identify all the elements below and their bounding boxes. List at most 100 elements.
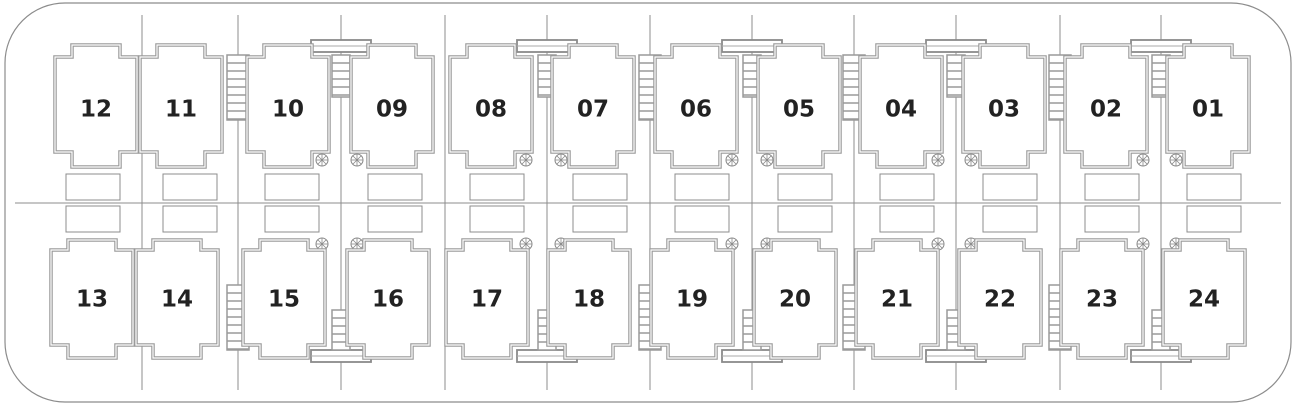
spiral-stair-icon — [760, 153, 774, 167]
unit-outline-inner — [654, 44, 738, 168]
unit-15[interactable]: 15 — [241, 238, 327, 360]
unit-outline-inner — [1166, 44, 1250, 168]
unit-17[interactable]: 17 — [444, 238, 530, 360]
unit-number: 17 — [471, 287, 503, 313]
spiral-stair-icon — [1136, 237, 1150, 251]
spiral-stair-icon — [964, 153, 978, 167]
unit-23[interactable]: 23 — [1059, 238, 1145, 360]
parking-space — [777, 173, 833, 201]
unit-24[interactable]: 24 — [1161, 238, 1247, 360]
spiral-stair-icon — [1169, 153, 1183, 167]
parking-space — [264, 205, 320, 233]
unit-outline-inner — [962, 44, 1046, 168]
parking-space — [469, 205, 525, 233]
spiral-stair-icon — [554, 153, 568, 167]
unit-number: 06 — [680, 97, 712, 123]
unit-14[interactable]: 14 — [134, 238, 220, 360]
parking-space — [1084, 205, 1140, 233]
unit-number: 23 — [1086, 287, 1118, 313]
unit-number: 04 — [885, 97, 917, 123]
parking-space — [572, 173, 628, 201]
unit-13[interactable]: 13 — [49, 238, 135, 360]
unit-number: 10 — [272, 97, 304, 123]
parking-space — [777, 205, 833, 233]
unit-outline-inner — [50, 239, 134, 359]
unit-08[interactable]: 08 — [448, 43, 534, 169]
unit-outline-inner — [139, 44, 223, 168]
parking-space — [982, 205, 1038, 233]
parking-space — [367, 205, 423, 233]
unit-05[interactable]: 05 — [756, 43, 842, 169]
unit-18[interactable]: 18 — [546, 238, 632, 360]
unit-number: 12 — [80, 97, 112, 123]
unit-number: 21 — [881, 287, 913, 313]
parking-space — [674, 173, 730, 201]
unit-21[interactable]: 21 — [854, 238, 940, 360]
unit-number: 18 — [573, 287, 605, 313]
unit-outline-inner — [350, 44, 434, 168]
unit-16[interactable]: 16 — [345, 238, 431, 360]
unit-number: 01 — [1192, 97, 1224, 123]
spiral-stair-icon — [725, 237, 739, 251]
spiral-stair-icon — [519, 237, 533, 251]
unit-07[interactable]: 07 — [550, 43, 636, 169]
parking-space — [879, 205, 935, 233]
unit-04[interactable]: 04 — [858, 43, 944, 169]
unit-number: 11 — [165, 97, 197, 123]
staircase — [226, 54, 250, 121]
staircase — [946, 54, 966, 98]
parking-space — [572, 205, 628, 233]
unit-02[interactable]: 02 — [1063, 43, 1149, 169]
parking-space — [469, 173, 525, 201]
unit-outline-inner — [753, 239, 837, 359]
unit-20[interactable]: 20 — [752, 238, 838, 360]
unit-outline-inner — [1064, 44, 1148, 168]
unit-number: 13 — [76, 287, 108, 313]
unit-number: 14 — [161, 287, 193, 313]
spiral-stair-icon — [519, 153, 533, 167]
parking-space — [1186, 205, 1242, 233]
unit-outline-inner — [958, 239, 1042, 359]
unit-outline-inner — [54, 44, 138, 168]
unit-number: 20 — [779, 287, 811, 313]
spiral-stair-icon — [931, 237, 945, 251]
spiral-stair-icon — [315, 153, 329, 167]
parking-space — [162, 173, 218, 201]
unit-11[interactable]: 11 — [138, 43, 224, 169]
unit-number: 24 — [1188, 287, 1220, 313]
unit-01[interactable]: 01 — [1165, 43, 1251, 169]
unit-number: 08 — [475, 97, 507, 123]
unit-outline-inner — [445, 239, 529, 359]
unit-22[interactable]: 22 — [957, 238, 1043, 360]
parking-space — [367, 173, 423, 201]
site-boundary — [4, 2, 1292, 403]
unit-outline-inner — [650, 239, 734, 359]
unit-outline-inner — [1060, 239, 1144, 359]
staircase — [331, 54, 351, 98]
unit-09[interactable]: 09 — [349, 43, 435, 169]
unit-number: 09 — [376, 97, 408, 123]
spiral-stair-icon — [350, 153, 364, 167]
unit-outline-inner — [1162, 239, 1246, 359]
unit-outline-inner — [346, 239, 430, 359]
unit-03[interactable]: 03 — [961, 43, 1047, 169]
unit-19[interactable]: 19 — [649, 238, 735, 360]
parking-space — [1186, 173, 1242, 201]
unit-number: 19 — [676, 287, 708, 313]
unit-10[interactable]: 10 — [245, 43, 331, 169]
unit-06[interactable]: 06 — [653, 43, 739, 169]
parking-space — [1084, 173, 1140, 201]
spiral-stair-icon — [725, 153, 739, 167]
spiral-stair-icon — [931, 153, 945, 167]
unit-outline-inner — [551, 44, 635, 168]
parking-space — [264, 173, 320, 201]
unit-outline-inner — [449, 44, 533, 168]
parking-space — [65, 205, 121, 233]
unit-number: 16 — [372, 287, 404, 313]
unit-number: 05 — [783, 97, 815, 123]
unit-outline-inner — [859, 44, 943, 168]
parking-space — [982, 173, 1038, 201]
spiral-stair-icon — [350, 237, 364, 251]
unit-outline-inner — [855, 239, 939, 359]
unit-12[interactable]: 12 — [53, 43, 139, 169]
